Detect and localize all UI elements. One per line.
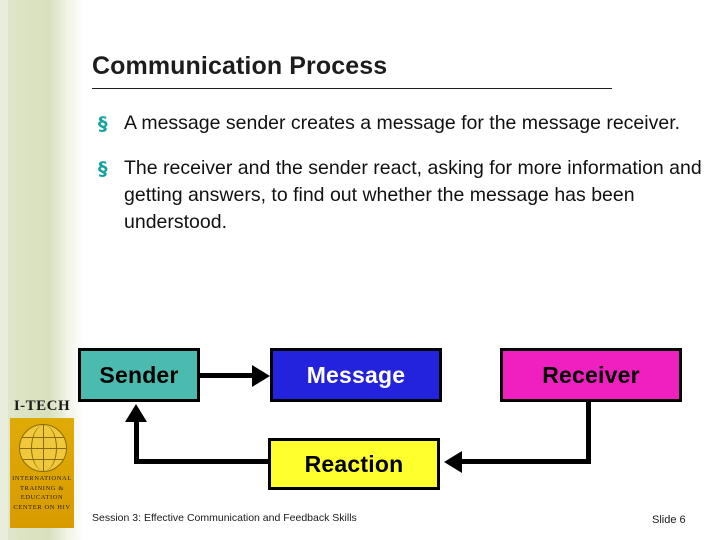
arrow-reaction-to-sender-horizontal <box>134 459 270 464</box>
page-title: Communication Process <box>92 52 388 80</box>
arrow-reaction-to-sender-vertical <box>134 422 139 464</box>
arrow-receiver-to-reaction-vertical <box>586 402 591 464</box>
slide-number: Slide 6 <box>652 514 686 526</box>
diagram-node-sender: Sender <box>78 348 200 402</box>
list-item: § A message sender creates a message for… <box>94 110 702 137</box>
arrow-sender-to-message-head-icon <box>252 365 270 387</box>
bullet-marker-icon: § <box>98 158 108 180</box>
globe-icon <box>19 424 67 472</box>
bullet-text: The receiver and the sender react, askin… <box>124 157 702 233</box>
bullet-marker-icon: § <box>98 113 108 135</box>
arrow-reaction-to-sender-head-icon <box>125 404 147 422</box>
list-item: § The receiver and the sender react, ask… <box>94 155 702 236</box>
arrow-receiver-to-reaction-horizontal <box>462 459 591 464</box>
bullet-list: § A message sender creates a message for… <box>94 110 702 254</box>
footer-session-label: Session 3: Effective Communication and F… <box>92 512 357 524</box>
arrow-sender-to-message-line <box>200 373 254 378</box>
diagram-node-receiver: Receiver <box>500 348 682 402</box>
diagram-node-reaction: Reaction <box>268 438 440 490</box>
communication-process-diagram: Sender Message Receiver Reaction <box>0 340 720 500</box>
title-divider <box>92 88 612 89</box>
bullet-text: A message sender creates a message for t… <box>124 112 681 134</box>
logo-box: INTERNATIONAL TRAINING & EDUCATION CENTE… <box>10 418 74 528</box>
arrow-receiver-to-reaction-head-icon <box>444 451 462 473</box>
logo-subtitle: INTERNATIONAL TRAINING & EDUCATION CENTE… <box>12 475 72 511</box>
logo-title: I-TECH <box>13 398 71 414</box>
itech-logo: I-TECH INTERNATIONAL TRAINING & EDUCATIO… <box>6 398 78 530</box>
diagram-node-message: Message <box>270 348 442 402</box>
